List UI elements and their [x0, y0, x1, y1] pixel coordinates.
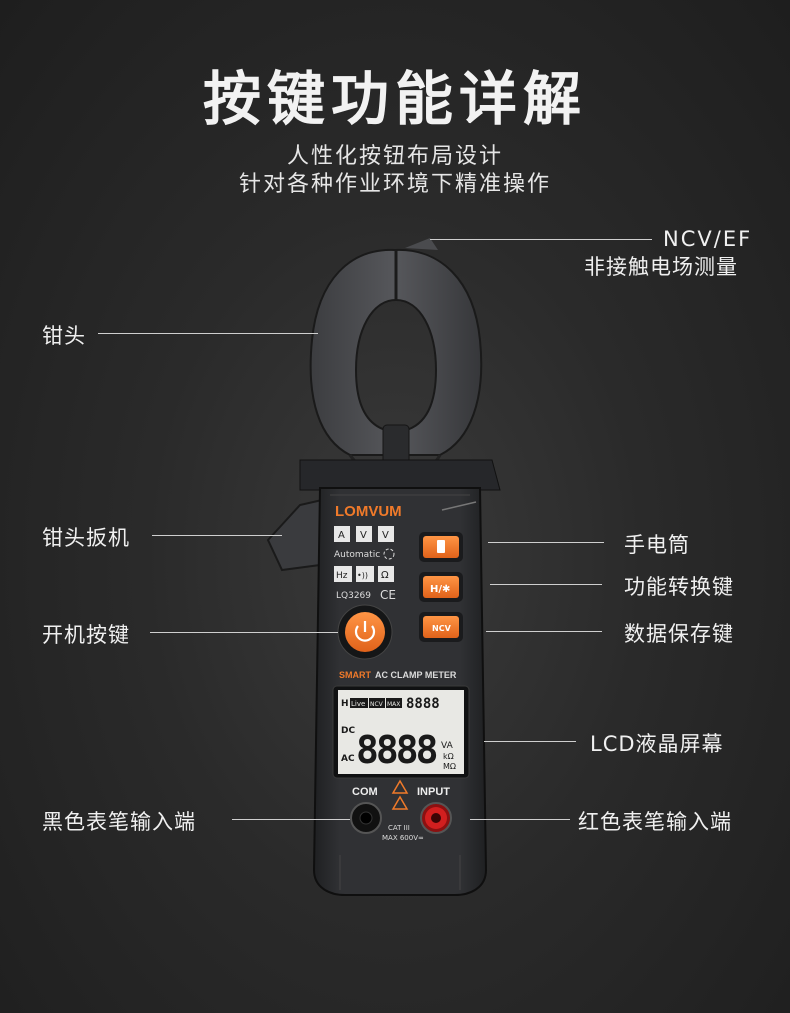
warning-icon [391, 779, 409, 794]
data-hold-label: NCV [432, 624, 452, 633]
model-number: LQ3269 [336, 591, 371, 601]
label-ncv-desc: 非接触电场测量 [584, 255, 738, 279]
lcd-unit-mohm: MΩ [443, 762, 456, 771]
lcd-indicator-live: Live [351, 700, 365, 708]
lcd-side-ac: AC [341, 754, 355, 764]
mode-icon-a: A [338, 530, 345, 541]
input-label: INPUT [417, 786, 450, 798]
line-flashlight [488, 542, 604, 543]
function-switch-label: H/✱ [430, 584, 450, 595]
mode-icon-hz: Hz [336, 571, 348, 581]
lcd-main-digits: 8888 [356, 728, 437, 772]
label-ncv-title: NCV/EF [663, 227, 753, 251]
lcd-indicator-max: MAX [387, 701, 400, 708]
power-icon [354, 625, 376, 642]
line-function [490, 584, 602, 585]
mode-icon-continuity: •)) [357, 571, 368, 580]
line-ncv [430, 239, 652, 240]
label-jaw: 钳头 [42, 324, 86, 348]
lcd-indicator-ncv: NCV [370, 701, 384, 708]
label-lcd: LCD液晶屏幕 [590, 732, 724, 756]
com-label: COM [352, 786, 378, 798]
label-black-probe: 黑色表笔输入端 [42, 810, 196, 834]
label-power: 开机按键 [42, 623, 130, 647]
ncv-tip [405, 238, 438, 250]
mode-automatic: Automatic [334, 550, 380, 560]
ce-mark: CE [380, 588, 396, 602]
lcd-indicator-h: H [341, 699, 349, 709]
max-voltage-label: MAX 600V≂ [382, 834, 424, 842]
mode-icon-v-ac: V [360, 530, 367, 541]
mode-icon-v-dc: V [382, 530, 389, 541]
lcd-unit-va: VA [441, 741, 454, 751]
label-trigger: 钳头扳机 [42, 526, 130, 550]
brand-logo: LOMVUM [335, 503, 402, 520]
label-function-switch: 功能转换键 [624, 575, 734, 599]
lcd-small-digits: 8888 [406, 696, 440, 712]
lcd-side-dc: DC [341, 726, 355, 736]
line-red-probe [470, 819, 570, 820]
line-power [150, 632, 338, 633]
mode-icon-ohm: Ω [381, 570, 389, 581]
cat-label: CAT III [388, 824, 410, 832]
flashlight-icon [437, 540, 445, 553]
label-red-probe: 红色表笔输入端 [578, 810, 732, 834]
page-title: 按键功能详解 [202, 65, 587, 133]
line-black-probe [232, 819, 350, 820]
mode-icons: A V V Automatic Hz •)) Ω LQ3269 CE [334, 526, 396, 602]
line-jaw [98, 333, 318, 334]
line-trigger [152, 535, 282, 536]
product-line-accent: SMART [339, 670, 371, 680]
clamp-jaw [309, 248, 483, 496]
label-flashlight: 手电筒 [624, 533, 690, 557]
subtitle-line-1: 人性化按钮布局设计 [286, 144, 503, 169]
product-line: AC CLAMP METER [375, 670, 457, 680]
line-lcd [484, 741, 576, 742]
lcd-unit-kohm: kΩ [443, 752, 454, 761]
subtitle-line-2: 针对各种作业环境下精准操作 [238, 172, 551, 197]
line-hold [486, 631, 602, 632]
label-data-hold: 数据保存键 [624, 622, 734, 646]
